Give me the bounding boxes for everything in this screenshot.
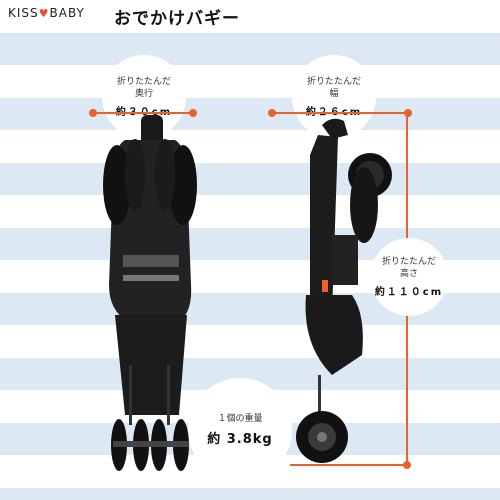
stroller-side-view (296, 118, 392, 463)
weight-value: 約 3.8kg (207, 432, 273, 447)
header: KISS♥BABY おでかけバギー (0, 0, 500, 32)
height-label: 折りたたんだ (381, 257, 436, 267)
width-sub: 幅 (329, 89, 339, 99)
page-title: おでかけバギー (114, 9, 240, 29)
depth-sub: 奥行 (134, 89, 153, 99)
height-dot-bottom (403, 461, 411, 469)
logo-text-left: KISS (8, 6, 39, 20)
brand-logo: KISS♥BABY (8, 6, 85, 20)
logo-text-right: BABY (49, 6, 85, 20)
height-value: 約１１０cm (374, 287, 444, 298)
width-line (272, 112, 408, 114)
depth-dot-left (89, 109, 97, 117)
height-callout: 折りたたんだ 高さ 約１１０cm (370, 238, 448, 316)
depth-callout: 折りたたんだ 奥行 約３０cm (102, 55, 186, 139)
heart-icon: ♥ (38, 7, 50, 20)
depth-dot-right (189, 109, 197, 117)
weight-callout: １個の重量 約 3.8kg (188, 378, 292, 482)
width-dot-right (404, 109, 412, 117)
weight-label: １個の重量 (217, 414, 263, 424)
floor-line (290, 464, 406, 466)
stroller-front-view (103, 115, 197, 471)
width-dot-left (268, 109, 276, 117)
width-label: 折りたたんだ (306, 77, 361, 87)
depth-line (93, 112, 193, 114)
depth-label: 折りたたんだ (116, 77, 171, 87)
height-sub: 高さ (399, 269, 418, 279)
